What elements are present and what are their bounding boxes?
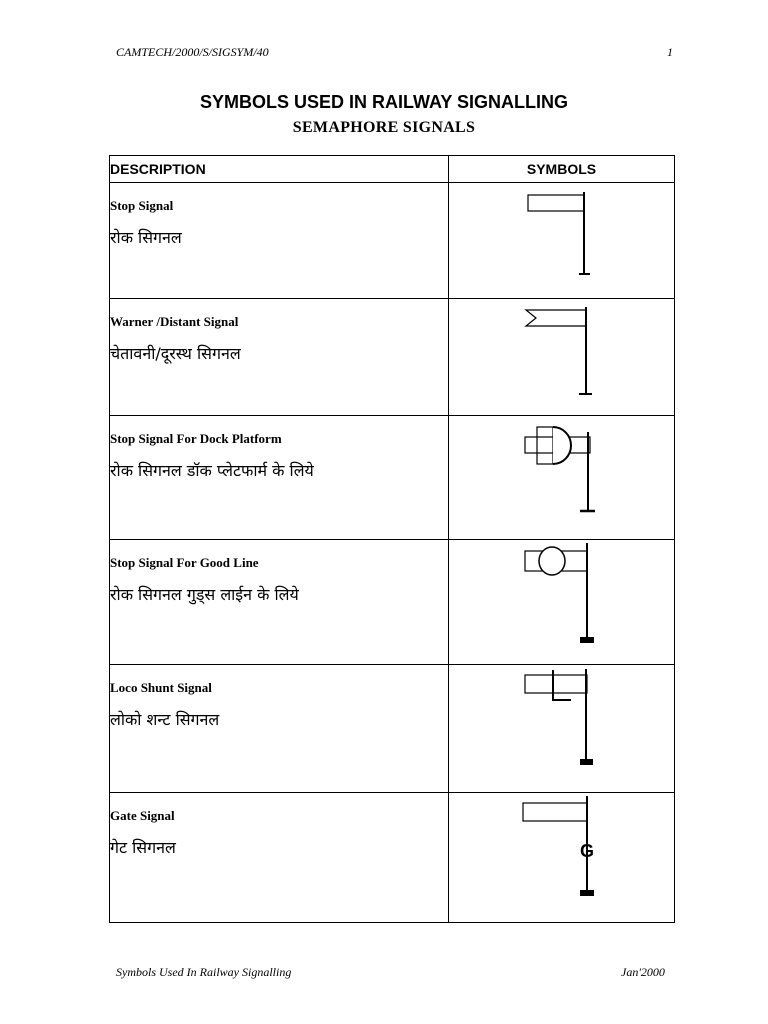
signal-name-en: Warner /Distant Signal <box>110 314 239 329</box>
signal-name-en: Stop Signal For Dock Platform <box>110 431 282 446</box>
page-number: 1 <box>667 45 673 59</box>
table-row: Warner /Distant Signal चेतावनी/दूरस्थ सि… <box>109 298 675 416</box>
symbol-cell: G <box>448 792 675 923</box>
gate-signal-letter: G <box>580 841 594 861</box>
table-row: Stop Signal For Good Line रोक सिगनल गुड्… <box>109 539 675 665</box>
table-row: Stop Signal रोक सिगनल <box>109 182 675 299</box>
symbol-cell <box>448 415 675 540</box>
loco-shunt-signal-symbol <box>524 669 593 765</box>
signal-name-en: Loco Shunt Signal <box>110 680 212 695</box>
row-description: Stop Signal For Good Line रोक सिगनल गुड्… <box>109 539 449 665</box>
signal-name-hi: लोको शन्ट सिगनल <box>110 710 220 729</box>
warner-signal-symbol <box>524 307 592 395</box>
signal-name-hi: चेतावनी/दूरस्थ सिगनल <box>110 344 241 363</box>
description-header: DESCRIPTION <box>109 155 449 183</box>
signal-name-en: Stop Signal <box>110 198 174 213</box>
table-row: Stop Signal For Dock Platform रोक सिगनल … <box>109 415 675 540</box>
footer-title: Symbols Used In Railway Signalling <box>116 965 292 979</box>
dock-platform-signal-symbol <box>524 426 595 513</box>
signal-name-hi: रोक सिगनल <box>110 228 182 247</box>
signal-name-hi: गेट सिगनल <box>110 838 176 857</box>
row-description: Warner /Distant Signal चेतावनी/दूरस्थ सि… <box>109 298 449 416</box>
symbols-table: DESCRIPTION SYMBOLS Stop Signal रोक सिगन… <box>109 155 675 923</box>
table-header-row: DESCRIPTION SYMBOLS <box>109 155 675 183</box>
row-description: Stop Signal For Dock Platform रोक सिगनल … <box>109 415 449 540</box>
gate-signal-symbol: G <box>522 796 594 896</box>
stop-signal-symbol <box>527 192 590 275</box>
goods-line-signal-symbol <box>524 543 594 643</box>
page-title: SYMBOLS USED IN RAILWAY SIGNALLING <box>199 92 569 112</box>
page-subtitle: SEMAPHORE SIGNALS <box>292 119 476 136</box>
doc-code: CAMTECH/2000/S/SIGSYM/40 <box>116 45 269 59</box>
table-row: Gate Signal गेट सिगनल G <box>109 792 675 923</box>
symbol-cell <box>448 298 675 416</box>
signal-name-hi: रोक सिगनल गुड्स लाईन के लिये <box>110 585 299 604</box>
footer-date: Jan'2000 <box>621 965 665 979</box>
row-description: Loco Shunt Signal लोको शन्ट सिगनल <box>109 664 449 793</box>
row-description: Gate Signal गेट सिगनल <box>109 792 449 923</box>
symbol-cell <box>448 539 675 665</box>
symbol-cell <box>448 182 675 299</box>
symbol-cell <box>448 664 675 793</box>
signal-name-en: Stop Signal For Good Line <box>110 555 259 570</box>
symbols-header: SYMBOLS <box>448 155 675 183</box>
table-row: Loco Shunt Signal लोको शन्ट सिगनल <box>109 664 675 793</box>
row-description: Stop Signal रोक सिगनल <box>109 182 449 299</box>
signal-name-en: Gate Signal <box>110 808 175 823</box>
signal-name-hi: रोक सिगनल डॉक प्लेटफार्म के लिये <box>110 461 314 480</box>
